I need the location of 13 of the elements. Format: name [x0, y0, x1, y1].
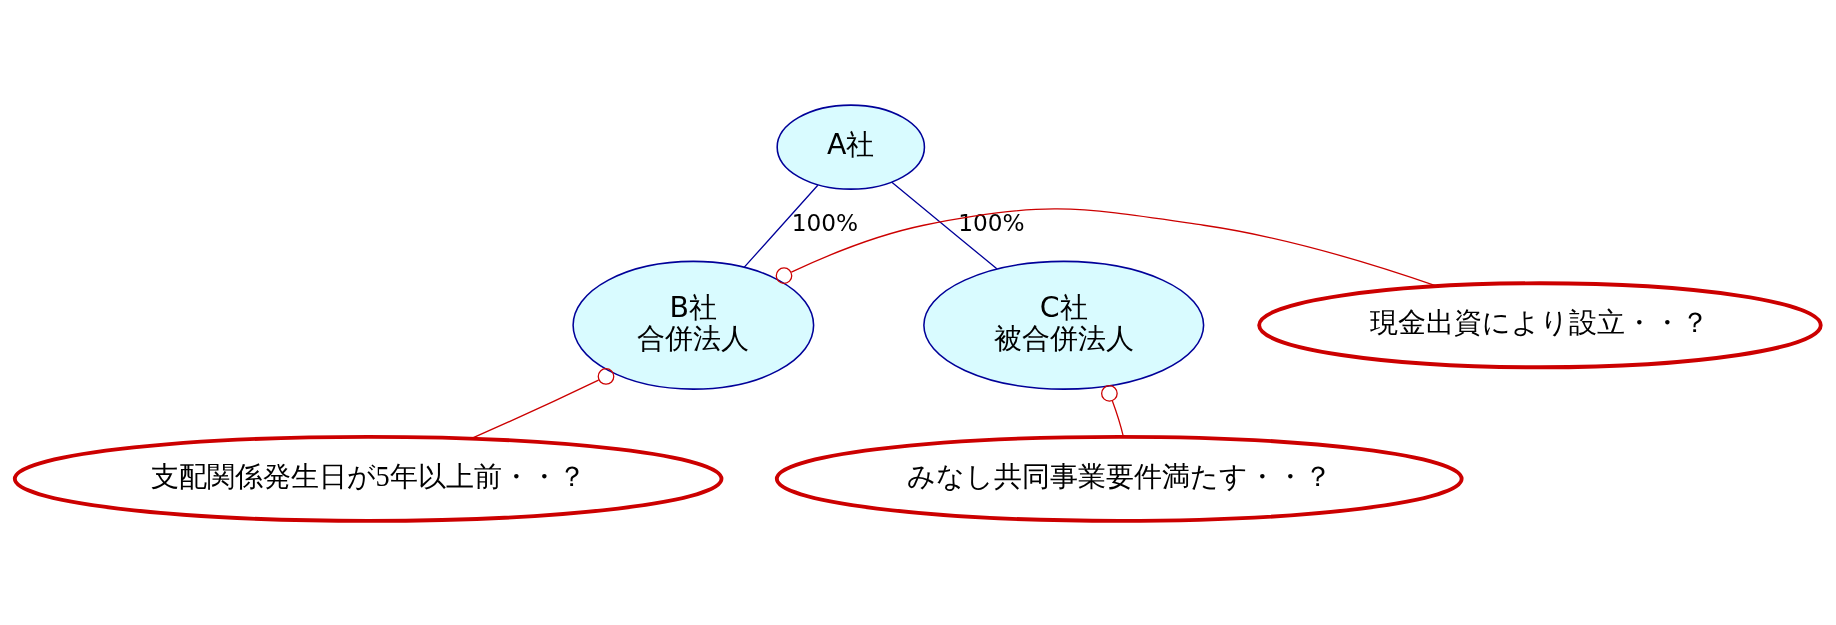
- connector: [891, 181, 998, 269]
- node-ellipse: B社 合併法人: [572, 260, 815, 390]
- connector: [1101, 384, 1124, 437]
- node-ellipse: 支配関係発生日が5年以上前・・？: [12, 434, 724, 523]
- node-ellipse: 現金出資により設立・・？: [1257, 280, 1823, 369]
- node-ellipse: A社: [776, 103, 926, 190]
- edge-label: 100%: [791, 208, 859, 236]
- connector: [775, 207, 1438, 287]
- node-ellipse: C社 被合併法人: [923, 260, 1205, 390]
- connector: [743, 184, 819, 268]
- connector: [470, 367, 615, 439]
- node-ellipse: みなし共同事業要件満たす・・？: [774, 434, 1464, 523]
- edge-label: 100%: [958, 208, 1025, 236]
